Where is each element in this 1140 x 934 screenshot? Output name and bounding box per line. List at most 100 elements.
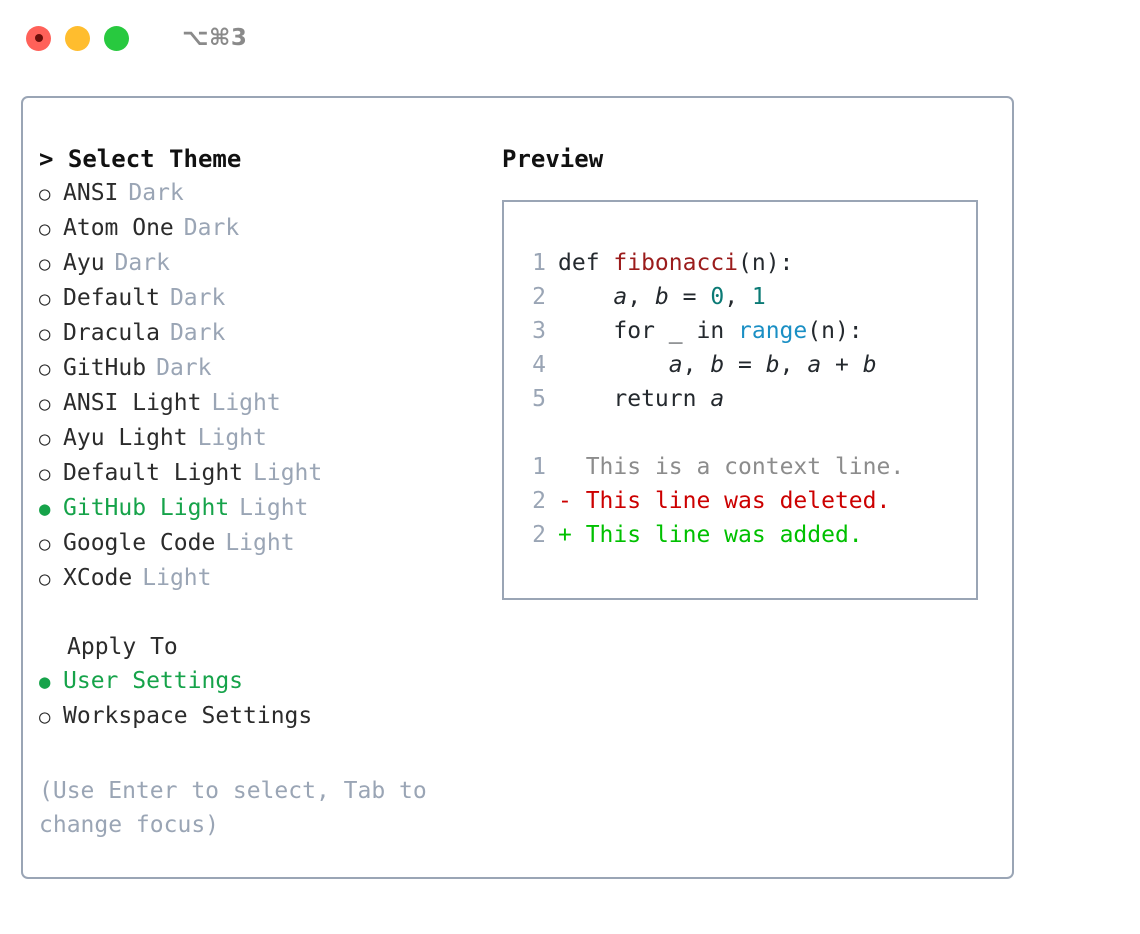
theme-item-ansi-light[interactable]: ○ ANSI Light Light	[39, 386, 487, 421]
theme-item-tag: Light	[239, 495, 309, 521]
select-theme-heading: > Select Theme	[39, 145, 242, 173]
code-token-var: b	[862, 352, 877, 378]
code-token-plain: (n):	[807, 318, 863, 344]
code-token-plain: return	[558, 386, 711, 412]
close-window-icon[interactable]	[26, 25, 51, 51]
spacer	[39, 596, 487, 630]
apply-to-option-label: Workspace Settings	[63, 703, 313, 729]
diff-sample: 1 This is a context line.2- This line wa…	[520, 450, 976, 552]
theme-item-label: Ayu	[63, 250, 105, 276]
theme-item-tag: Light	[253, 460, 323, 486]
code-token-plain: (n):	[738, 250, 794, 276]
code-line-text: def fibonacci(n):	[558, 246, 793, 280]
code-token-call: range	[738, 318, 808, 344]
line-number: 2	[532, 522, 546, 548]
code-token-var: b	[654, 284, 669, 310]
zoom-window-icon[interactable]	[104, 25, 129, 51]
theme-item-tag: Light	[211, 390, 281, 416]
radio-unselected-icon: ○	[39, 183, 51, 205]
theme-item-tag: Dark	[169, 285, 226, 311]
apply-to-option-workspace-settings[interactable]: ○Workspace Settings	[39, 699, 487, 734]
apply-to-option-user-settings[interactable]: ● User Settings	[39, 664, 487, 699]
code-line-text: a, b = b, a + b	[558, 348, 877, 382]
diff-line: 2- This line was deleted.	[520, 484, 976, 518]
window-controls	[26, 25, 129, 51]
line-number: 3	[532, 318, 546, 344]
code-token-num: 1	[751, 284, 766, 310]
code-token-num: 0	[710, 284, 725, 310]
theme-item-tag: Dark	[183, 215, 240, 241]
theme-item-github[interactable]: ○ GitHub Dark	[39, 351, 487, 386]
theme-item-label: GitHub	[63, 355, 147, 381]
theme-item-tag: Light	[142, 565, 212, 591]
code-token-plain: for _ in	[558, 318, 739, 344]
theme-item-tag: Dark	[128, 180, 184, 206]
code-token-var: a	[710, 386, 725, 412]
theme-item-label: Atom One	[63, 215, 174, 241]
apply-to-list: ● User Settings ○Workspace Settings	[39, 664, 487, 734]
code-token-var: a	[613, 284, 628, 310]
line-number: 1	[532, 250, 546, 276]
theme-item-tag: Dark	[114, 250, 170, 276]
spacer	[520, 416, 976, 450]
apply-to-option-label: User Settings	[63, 668, 244, 694]
diff-line: 1 This is a context line.	[520, 450, 976, 484]
radio-unselected-icon: ○	[39, 428, 51, 450]
theme-item-label: ANSI	[63, 180, 119, 206]
radio-unselected-icon: ○	[39, 218, 51, 240]
line-number: 2	[532, 488, 546, 514]
code-line: 1 def fibonacci(n):	[520, 246, 976, 280]
code-token-plain	[558, 352, 669, 378]
theme-item-label: Ayu Light	[63, 425, 188, 451]
keyboard-shortcut-label: ⌥⌘3	[182, 25, 248, 51]
theme-item-default[interactable]: ○ Default Dark	[39, 281, 487, 316]
radio-unselected-icon: ○	[39, 568, 51, 590]
code-token-plain: ,	[627, 284, 655, 310]
theme-item-ayu-light[interactable]: ○ Ayu Light Light	[39, 421, 487, 456]
code-line: 3 for _ in range(n):	[520, 314, 976, 348]
theme-item-label: Default	[63, 285, 160, 311]
radio-unselected-icon: ○	[39, 393, 51, 415]
theme-item-tag: Light	[225, 530, 295, 556]
code-token-plain: =	[668, 284, 711, 310]
radio-unselected-icon: ○	[39, 288, 51, 310]
code-token-var: a	[807, 352, 822, 378]
radio-unselected-icon: ○	[39, 533, 51, 555]
code-line: 2 a, b = 0, 1	[520, 280, 976, 314]
code-token-var: b	[765, 352, 780, 378]
code-line: 4 a, b = b, a + b	[520, 348, 976, 382]
close-dot-inner	[34, 34, 43, 42]
radio-unselected-icon: ○	[39, 463, 51, 485]
diff-sign: -	[558, 488, 572, 514]
radio-selected-icon: ●	[39, 671, 51, 693]
theme-item-label: ANSI Light	[63, 390, 202, 416]
code-token-plain: def	[558, 250, 614, 276]
theme-item-ansi[interactable]: ○ ANSI Dark	[39, 176, 487, 211]
radio-unselected-icon: ○	[39, 323, 51, 345]
radio-selected-icon: ●	[39, 498, 51, 520]
code-token-plain: ,	[682, 352, 711, 378]
radio-unselected-icon: ○	[39, 358, 51, 380]
code-line-text: for _ in range(n):	[558, 314, 863, 348]
theme-item-label: Dracula	[63, 320, 160, 346]
theme-item-tag: Light	[197, 425, 267, 451]
minimize-window-icon[interactable]	[65, 25, 90, 51]
diff-line-text: This line was added.	[571, 522, 863, 548]
theme-item-tag: Dark	[156, 355, 212, 381]
line-number: 2	[532, 284, 546, 310]
theme-item-atom-one[interactable]: ○ Atom One Dark	[39, 211, 487, 246]
code-token-plain: =	[724, 352, 766, 378]
